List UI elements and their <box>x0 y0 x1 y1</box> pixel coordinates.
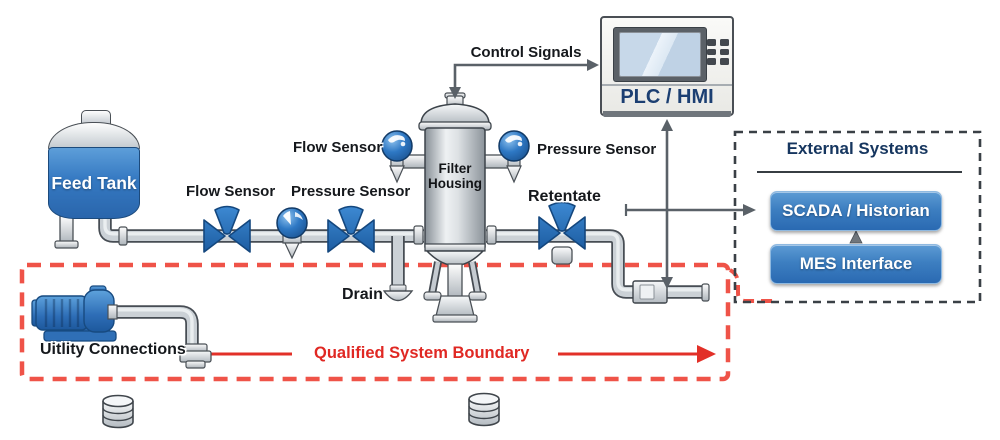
filter-housing <box>390 92 520 323</box>
filtrate-pressure-sensor-label: Pressure Sensor <box>537 141 657 158</box>
retentate-coupling-inner <box>639 284 655 300</box>
feed-pipe <box>105 212 424 236</box>
pump-outlet <box>107 304 118 320</box>
control-arrowhead-right <box>587 59 599 71</box>
plc-base <box>603 111 731 117</box>
sphere-highlight <box>388 135 405 143</box>
feedback-arrowhead-down <box>661 277 673 289</box>
feed-tank-label: Feed Tank <box>51 172 137 193</box>
feed-pressure-sensor-label: Pressure Sensor <box>291 183 411 200</box>
tank-dome <box>48 122 140 149</box>
feed-tank-leg <box>54 215 79 249</box>
external-systems-title: External Systems <box>786 139 929 158</box>
qualified-system-boundary-label: Qualified System Boundary <box>314 344 530 362</box>
filter-dome <box>420 103 490 125</box>
feedback-arrowhead-up <box>661 119 673 131</box>
plc-hmi-panel: PLC / HMI <box>600 16 734 117</box>
pipe-end-cap <box>701 283 710 302</box>
hmi-screen-frame <box>613 27 707 82</box>
drain-funnel <box>382 290 414 302</box>
feed-tank: Feed Tank <box>48 110 143 220</box>
hmi-keypad <box>707 39 732 69</box>
external-systems-frame <box>733 130 982 304</box>
feed-flow-sensor-label: Flow Sensor <box>186 183 276 200</box>
keypad-button <box>707 48 716 55</box>
scada-arrowhead <box>743 204 756 216</box>
drain-label: Drain <box>342 286 383 303</box>
keypad-button <box>707 39 716 46</box>
hmi-screen <box>619 32 701 77</box>
utility-pump <box>31 285 118 342</box>
utility-stub-cylinder-center <box>468 392 500 427</box>
drain-collar <box>389 284 407 292</box>
feed-pressure-gauge-sensor <box>276 207 308 260</box>
feed-pressure-valve <box>327 205 375 253</box>
control-arrowhead-down <box>449 87 461 99</box>
retentate-valve <box>538 201 586 265</box>
keypad-button <box>720 58 729 65</box>
tank-outlet-flange <box>118 226 128 246</box>
plc-divider <box>602 84 732 86</box>
filtrate-flow-sensor-label: Flow Sensor <box>293 139 383 156</box>
mes-interface-box: MES Interface <box>770 244 942 284</box>
keypad-button <box>720 39 729 46</box>
scada-historian-box: SCADA / Historian <box>770 191 942 231</box>
utility-connections-label: Uitlity Connections <box>40 341 186 358</box>
tank-body: Feed Tank <box>48 147 140 219</box>
retentate-label: Retentate <box>528 188 601 205</box>
boundary-arrowhead <box>697 345 716 363</box>
control-signals-label: Control Signals <box>470 44 582 61</box>
scada-mes-link-arrow-icon <box>849 230 863 244</box>
plc-hmi-label: PLC / HMI <box>620 86 714 108</box>
utility-coupling <box>179 343 212 369</box>
scada-data-line <box>624 204 756 216</box>
keypad-button <box>707 58 716 65</box>
control-signal-line <box>453 63 588 88</box>
plc-feedback-line <box>661 119 673 289</box>
keypad-button <box>720 48 729 55</box>
filtrate-flow-sensor <box>381 130 413 184</box>
gauge-needle-icon <box>283 211 291 225</box>
utility-stub-cylinder-left <box>102 394 134 429</box>
sphere-highlight <box>505 135 522 143</box>
filter-housing-label: Filter Housing <box>428 161 482 191</box>
filtrate-pressure-sensor <box>498 130 530 184</box>
feed-flow-valve <box>203 205 251 253</box>
